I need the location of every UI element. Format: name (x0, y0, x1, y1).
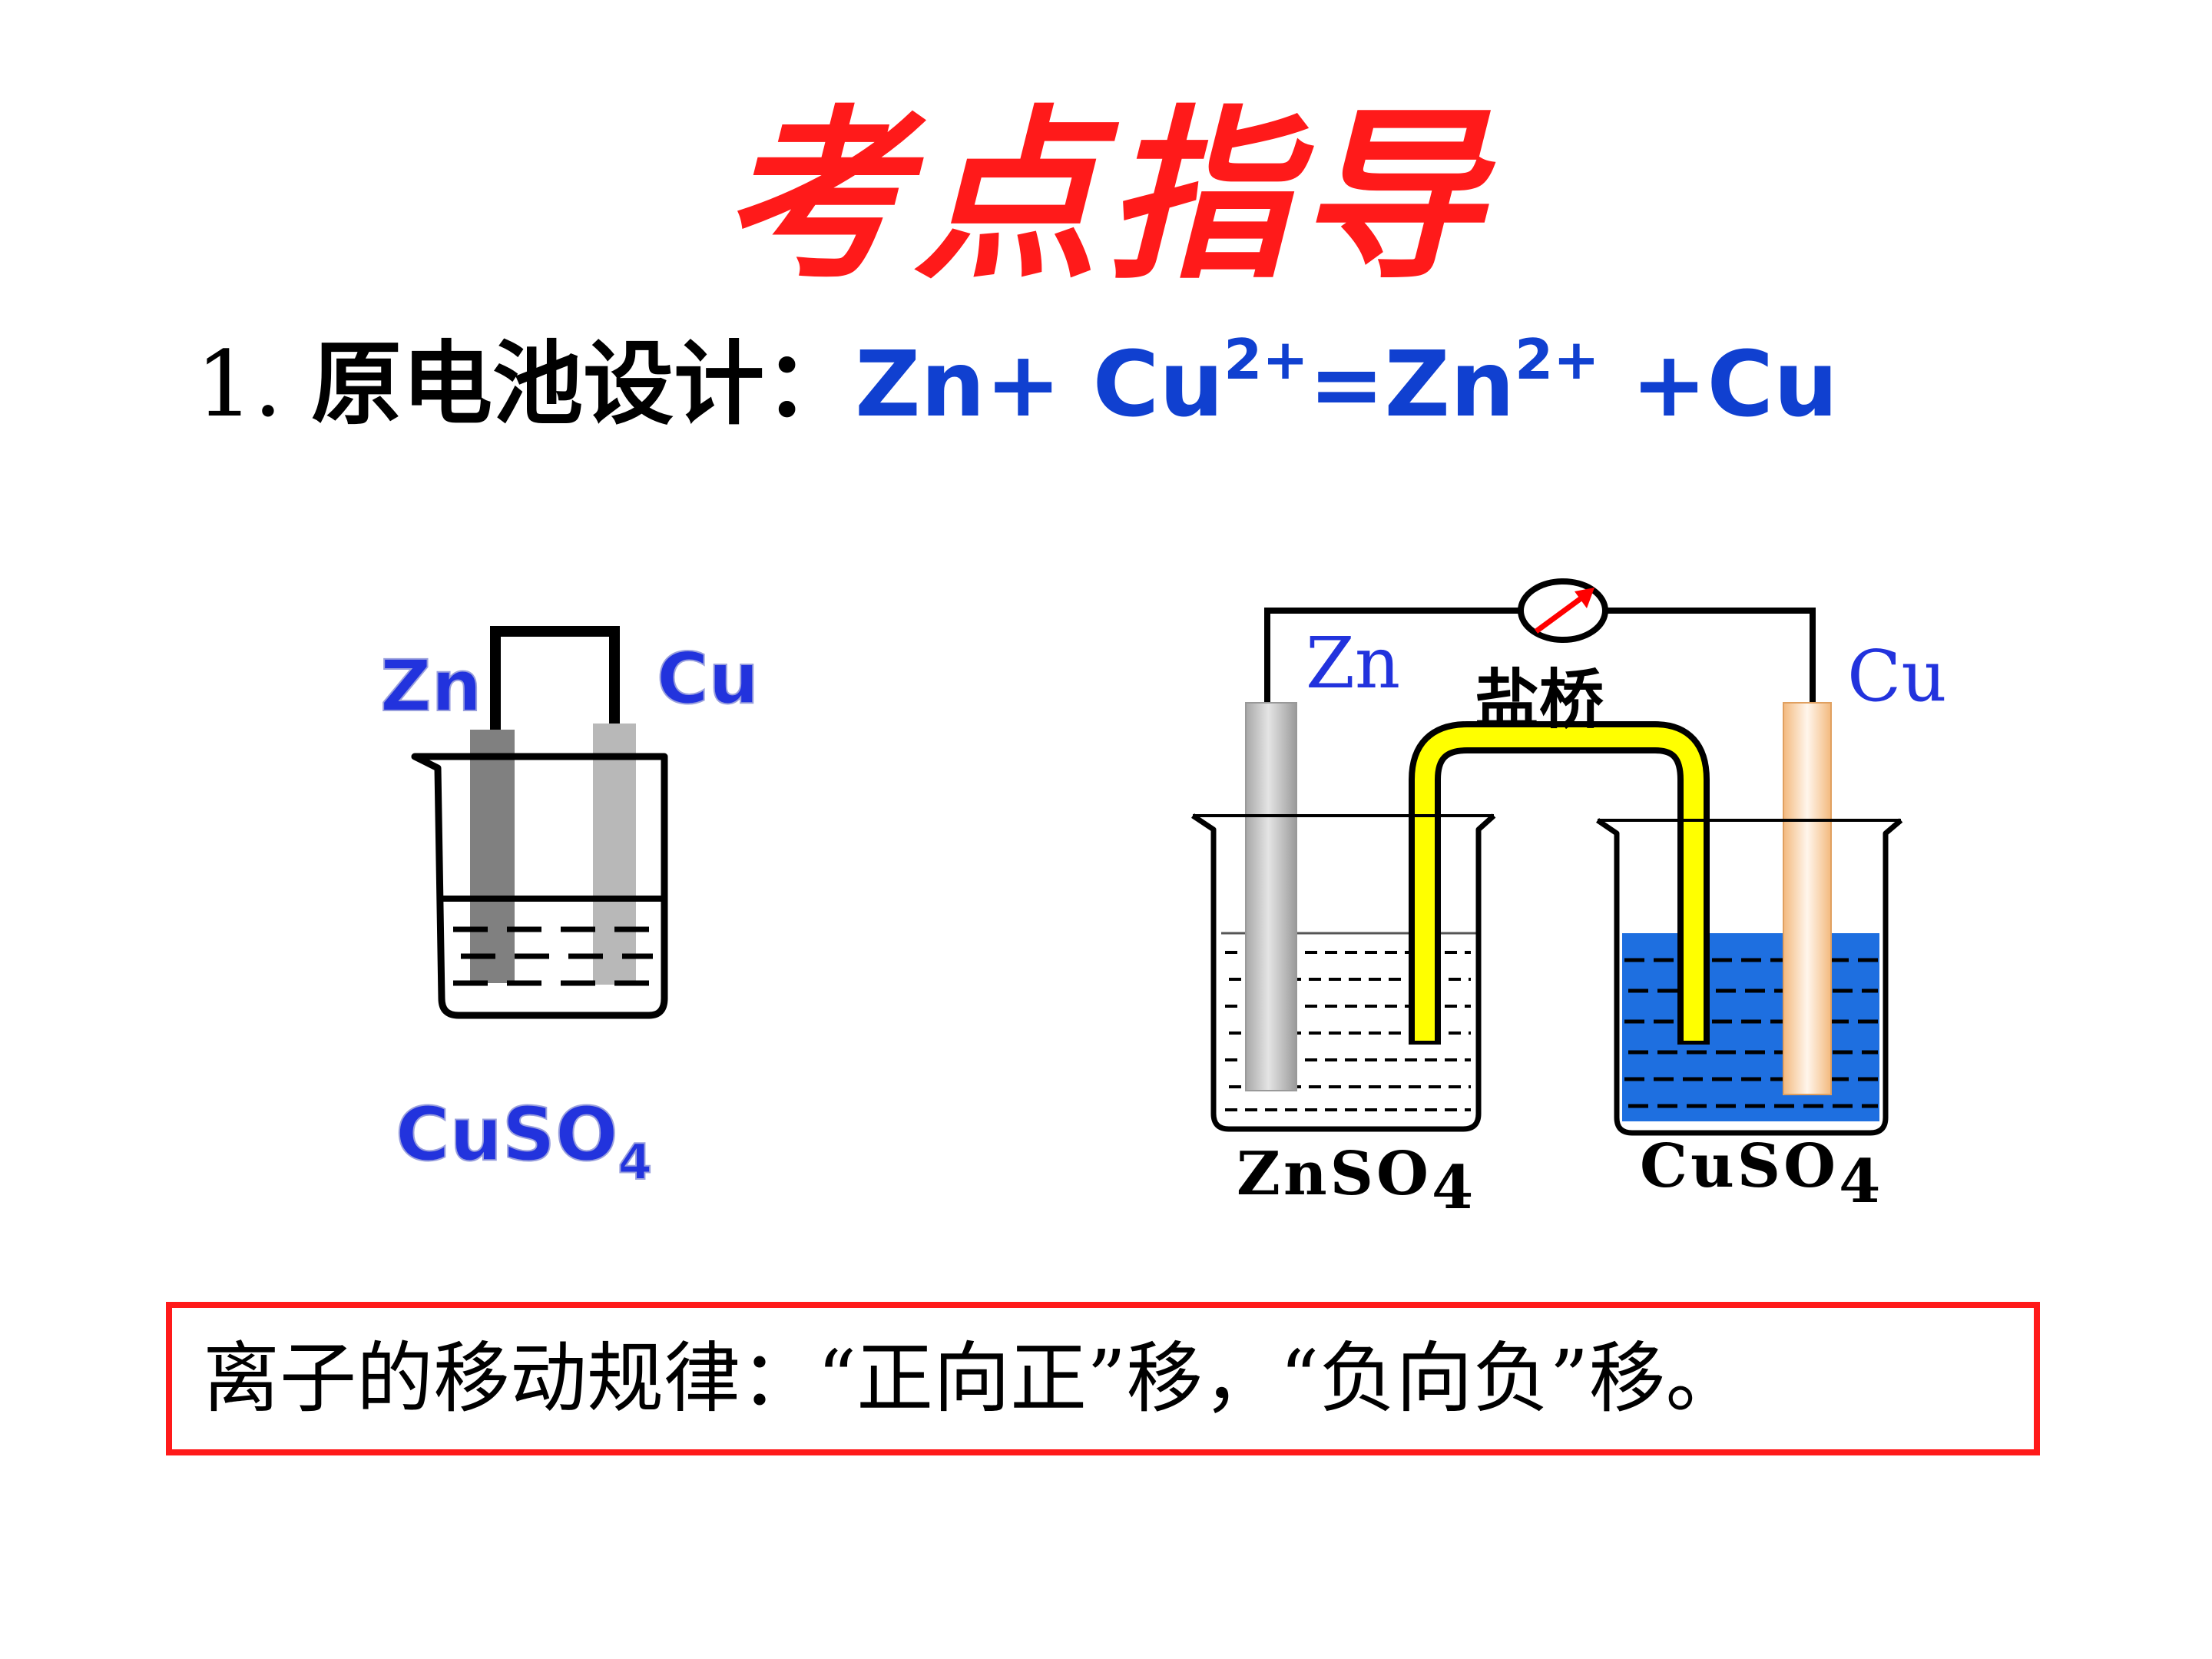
znso4-label: ZnSO4 (1237, 1139, 1476, 1223)
zn-label: Zn (380, 645, 482, 727)
galvanometer-needle (1534, 591, 1591, 634)
cu-electrode-right (1783, 702, 1832, 1095)
salt-bridge-label: 盐桥 (1475, 661, 1604, 737)
external-wire (1264, 608, 1816, 703)
equation-heading: 1. 原电池设计：Zn+ Cu2+=Zn2+ +Cu (196, 323, 1838, 445)
zn-electrode (470, 730, 515, 983)
rule-box: 离子的移动规律：“正向正”移，“负向负”移。 (166, 1302, 2040, 1455)
cu-label: Cu (657, 637, 759, 720)
page-title: 考点指导 (721, 88, 1490, 304)
cuso4-beaker (1596, 818, 1903, 1136)
simple-cell: Zn Cu CuSO4 (379, 626, 760, 1192)
cu-electrode (593, 724, 636, 985)
connecting-wire (490, 626, 620, 730)
cuso4-solution (1622, 933, 1879, 1121)
reaction-equation: Zn+ Cu2+=Zn2+ +Cu (855, 327, 1839, 437)
zn-label-right: Zn (1306, 622, 1400, 704)
ion-migration-rule: 离子的移动规律：“正向正”移，“负向负”移。 (203, 1333, 1743, 1423)
solution-label: CuSO4 (396, 1091, 652, 1191)
needle-arrowhead (1575, 588, 1594, 608)
salt-bridge-cell: Zn Cu 盐桥 ZnSO4 CuSO4 (1191, 578, 1947, 1223)
cuso4-dashes (1624, 958, 1878, 1108)
heading-number: 1. (196, 331, 283, 437)
solution-dashes (453, 926, 653, 986)
znso4-beaker (1191, 813, 1496, 1132)
cuso4-label: CuSO4 (1640, 1131, 1883, 1217)
zn-electrode-right (1245, 702, 1297, 1091)
cu-label-right: Cu (1847, 635, 1947, 717)
beaker (411, 753, 668, 1019)
heading-label: 原电池设计： (311, 330, 856, 437)
